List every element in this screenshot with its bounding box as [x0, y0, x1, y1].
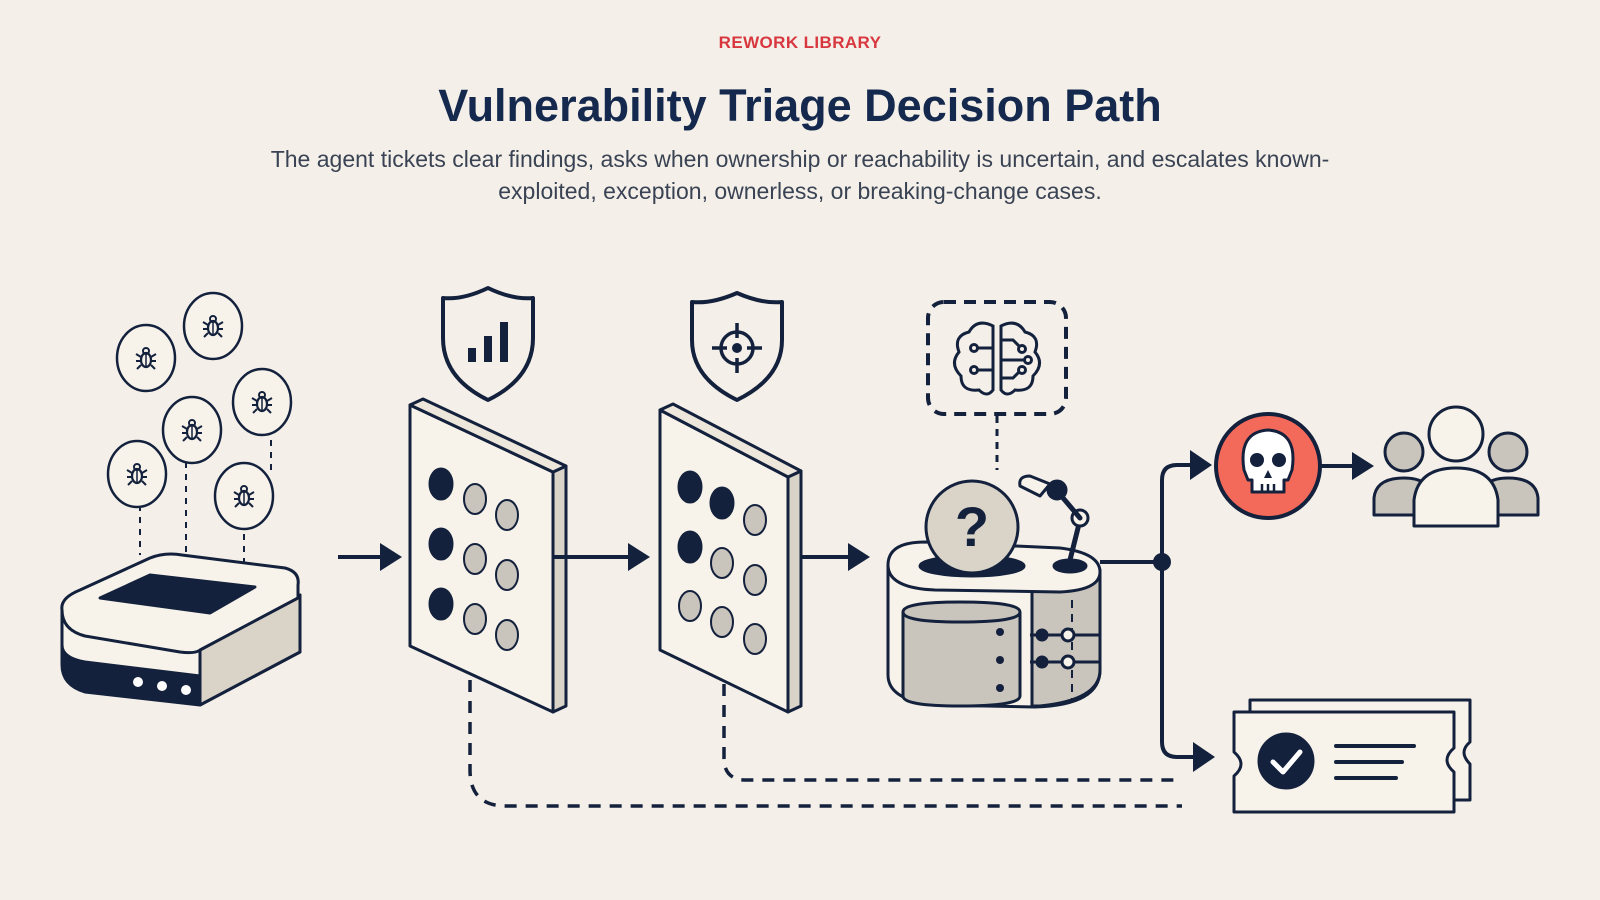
bug-cluster [106, 291, 293, 562]
eyebrow-label: REWORK LIBRARY [718, 33, 882, 52]
branch-connector [1100, 463, 1198, 759]
bug-icon [213, 461, 275, 531]
bug-icon [106, 439, 168, 509]
svg-text:?: ? [955, 495, 989, 558]
reachability-matrix-icon [658, 402, 803, 714]
flow-arrow [801, 543, 870, 571]
page-title: Vulnerability Triage Decision Path [438, 80, 1162, 131]
ticket-check-icon [1232, 698, 1472, 814]
question-icon: ? [955, 495, 989, 558]
bug-icon [161, 395, 223, 465]
flow-arrow [553, 543, 650, 571]
feedback-path [468, 680, 1182, 808]
shield-chart-icon [441, 286, 535, 402]
scanner-device-icon [60, 552, 302, 707]
bug-icon [231, 367, 293, 437]
flow-arrow [1320, 452, 1374, 480]
robot-arm-icon [1018, 474, 1090, 574]
bug-icon [182, 291, 244, 361]
shield-target-icon [690, 291, 784, 402]
page-subtitle: The agent tickets clear findings, asks w… [270, 146, 1330, 204]
skull-icon [1214, 412, 1322, 520]
severity-matrix-icon [408, 397, 568, 714]
bug-icon [115, 323, 177, 393]
agent-server-icon [886, 479, 1102, 709]
brain-icon [926, 300, 1068, 470]
team-icon [1372, 405, 1540, 528]
flow-arrow [338, 543, 402, 571]
